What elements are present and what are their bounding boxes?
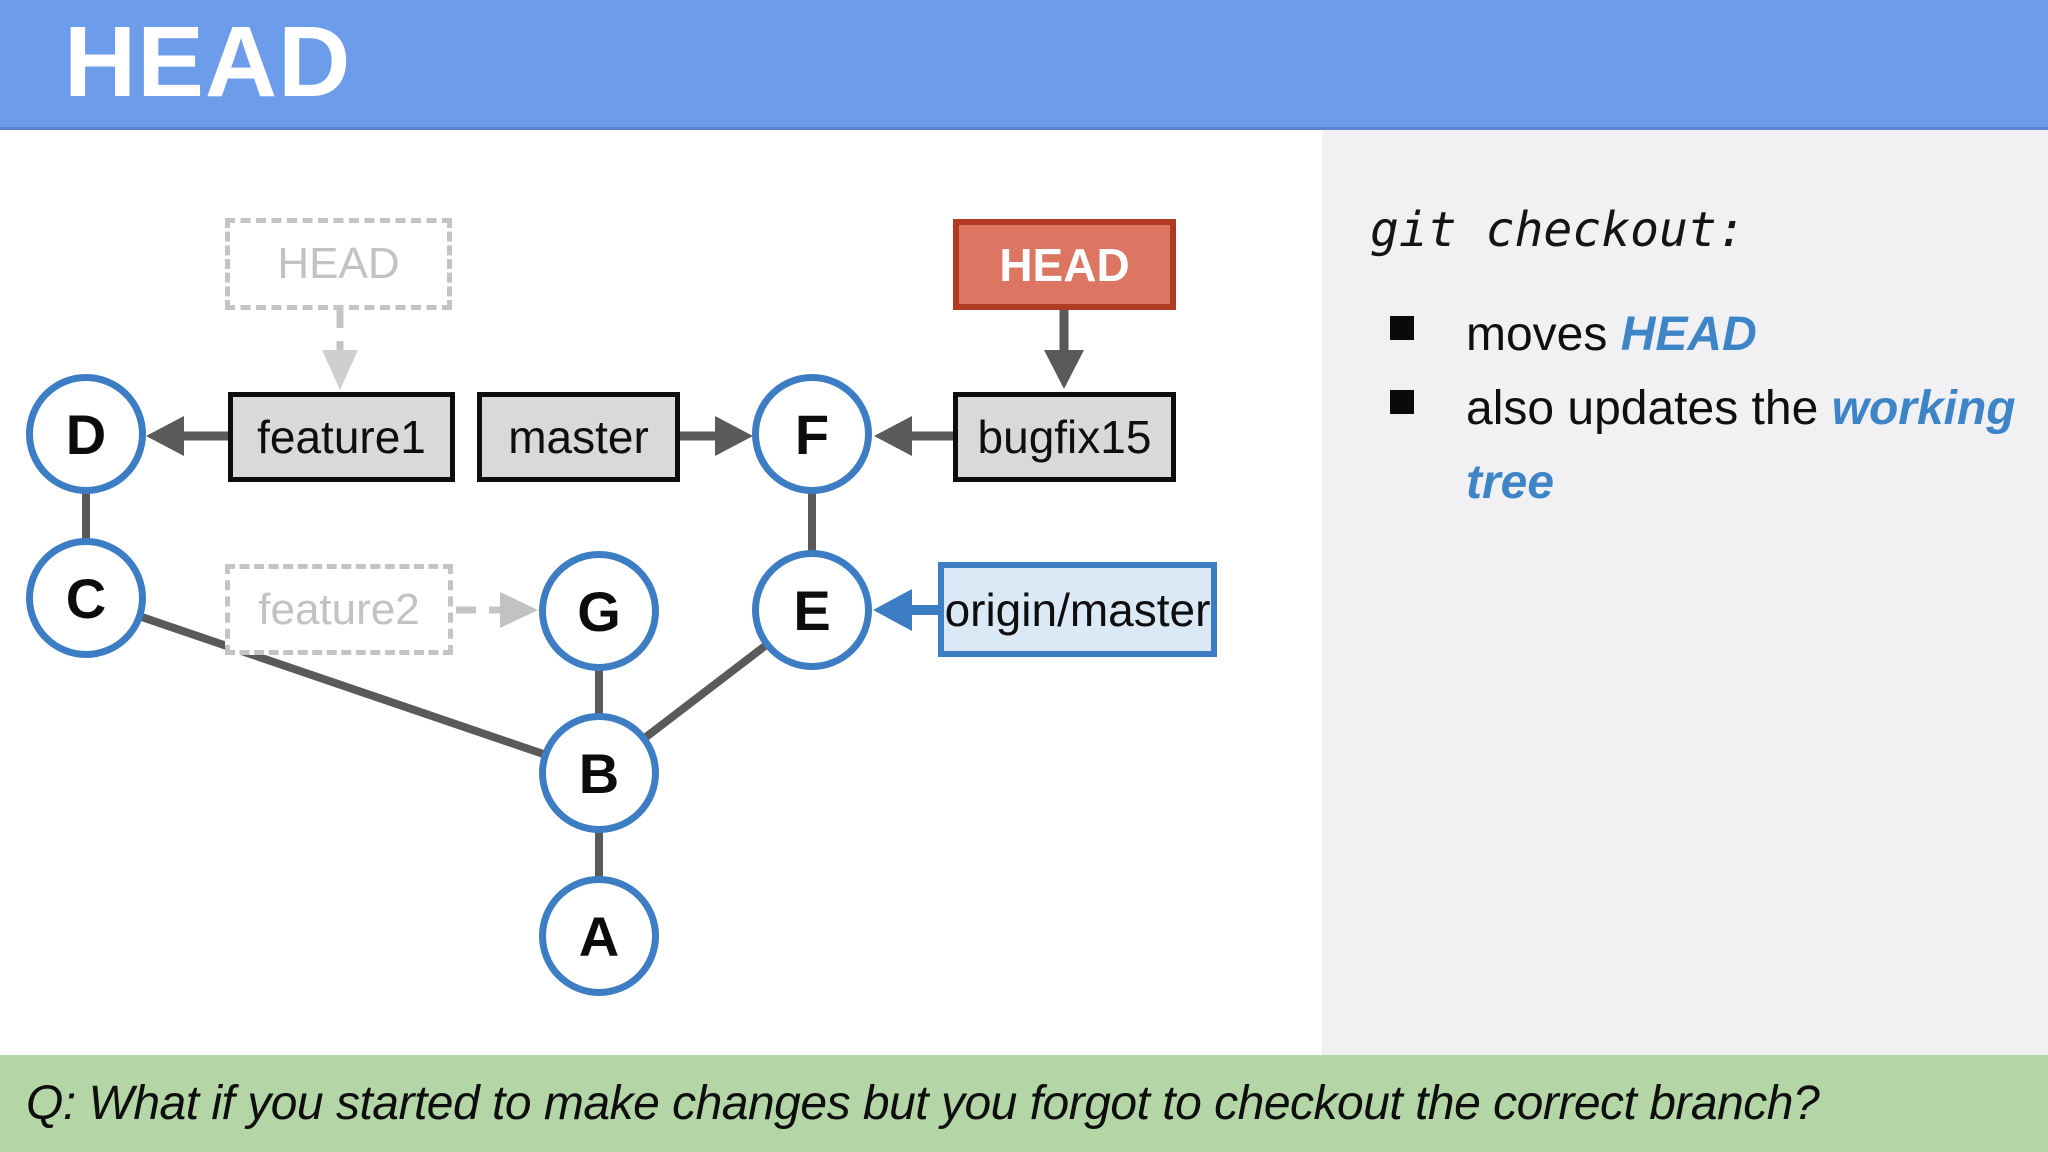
question-bar: Q: What if you started to make changes b… <box>0 1055 2048 1152</box>
slide-header: HEAD <box>0 0 2048 130</box>
bullet-text: moves HEAD <box>1466 298 2026 372</box>
bullet-emphasis-text: HEAD <box>1620 308 1757 361</box>
bullet-plain-text: also updates the <box>1466 382 1832 435</box>
arrowhead-feature1-to-D <box>146 416 184 456</box>
commit-node-B: B <box>539 713 659 833</box>
bullet-emphasis-text: working tree <box>1466 382 2016 509</box>
edge-C-B <box>84 594 601 777</box>
bullet-item-updates-tree: also updates the working tree <box>1390 372 2026 520</box>
commit-node-G: G <box>539 551 659 671</box>
arrowhead-feature2-to-G <box>500 592 538 628</box>
arrowhead-master-to-F <box>715 416 753 456</box>
ghost-head-box: HEAD <box>225 218 452 310</box>
remote-branch-box-origin-master: origin/master <box>938 562 1217 657</box>
commit-node-A: A <box>539 876 659 996</box>
branch-box-feature1: feature1 <box>228 392 455 482</box>
bullet-plain-text: moves <box>1466 308 1621 361</box>
ghost-branch-box-feature2: feature2 <box>225 564 453 655</box>
commit-node-C: C <box>26 538 146 658</box>
question-text: Q: What if you started to make changes b… <box>26 1077 1820 1130</box>
bullet-text: also updates the working tree <box>1466 372 2026 520</box>
bullet-list: moves HEAD also updates the working tree <box>1390 298 2026 520</box>
branch-box-bugfix15: bugfix15 <box>953 392 1176 482</box>
head-pointer-box: HEAD <box>953 219 1176 310</box>
commit-node-D: D <box>26 374 146 494</box>
arrowhead-bugfix15-to-F <box>874 416 912 456</box>
branch-box-master: master <box>477 392 680 482</box>
git-checkout-heading: git checkout: <box>1370 202 1746 258</box>
slide-title: HEAD <box>64 6 352 118</box>
arrowhead-ghost-head-to-feature1 <box>322 350 358 390</box>
square-bullet-icon <box>1390 390 1414 414</box>
arrowhead-HEAD-to-bugfix15 <box>1044 350 1084 389</box>
commit-node-F: F <box>752 374 872 494</box>
arrowhead-origin-master-to-E <box>873 589 912 631</box>
square-bullet-icon <box>1390 316 1414 340</box>
notes-panel: git checkout: moves HEAD also updates th… <box>1322 130 2048 1055</box>
commit-node-E: E <box>752 550 872 670</box>
bullet-item-moves-head: moves HEAD <box>1390 298 2026 372</box>
